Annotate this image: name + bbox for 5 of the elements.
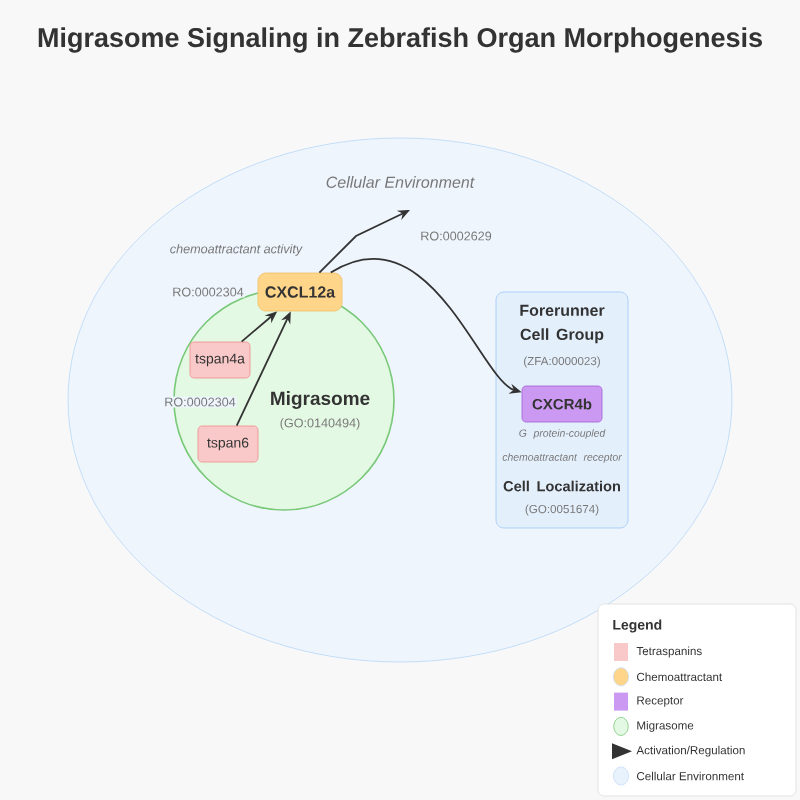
region-label: Cellular Environment <box>326 176 475 188</box>
node-title: Forerunner Cell Group <box>520 304 605 344</box>
node-title: Migrasome <box>271 391 370 409</box>
title: Migrasome Signaling in Zebrafish Organ Morphogenesis <box>38 27 762 53</box>
protein-box: CXCL12a <box>257 272 343 312</box>
